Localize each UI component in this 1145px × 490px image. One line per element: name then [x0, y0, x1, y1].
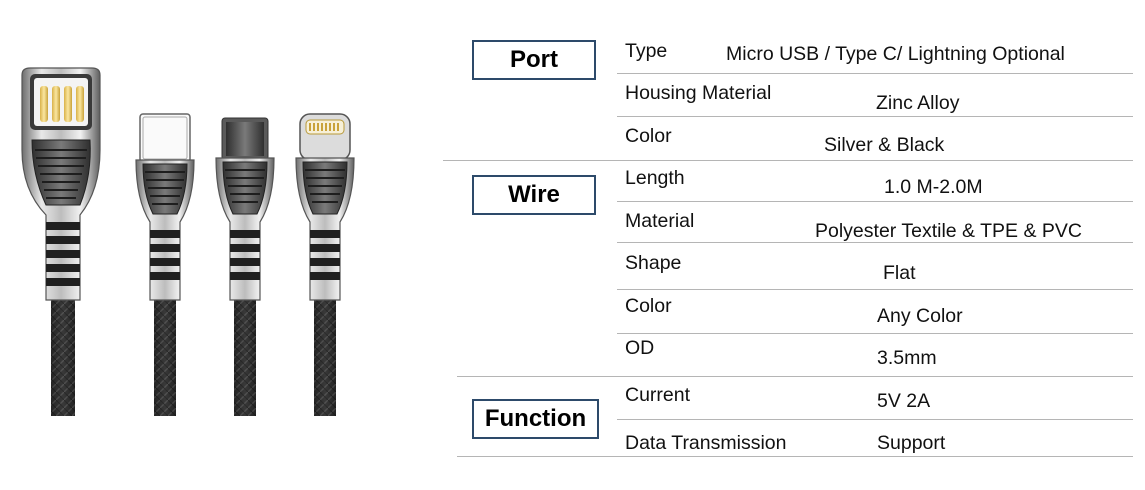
spec-key-material: Material [625, 210, 695, 232]
row-divider [617, 73, 1133, 74]
row-divider [617, 419, 1133, 420]
lightning-connector [295, 113, 355, 416]
spec-value-color: Any Color [877, 305, 963, 327]
cable-product-image [21, 67, 355, 416]
row-divider [617, 289, 1133, 290]
table-bottom-border [457, 456, 1133, 457]
spec-value-od: 3.5mm [877, 347, 937, 369]
spec-value-housing-material: Zinc Alloy [876, 92, 960, 114]
row-divider [617, 333, 1133, 334]
spec-value-shape: Flat [883, 262, 916, 284]
spec-value-type: Micro USB / Type C/ Lightning Optional [726, 43, 1065, 65]
section-label-function: Function [472, 399, 599, 439]
spec-key-shape: Shape [625, 252, 682, 274]
spec-key-od: OD [625, 337, 655, 359]
spec-value-length: 1.0 M-2.0M [884, 176, 983, 198]
section-divider [457, 376, 1133, 377]
spec-value-color: Silver & Black [824, 134, 945, 156]
row-divider [617, 242, 1133, 243]
row-divider [617, 116, 1133, 117]
micro-usb-connector [215, 117, 275, 416]
usb-a-connector [21, 67, 101, 416]
section-divider [443, 160, 1133, 161]
spec-key-data-transmission: Data Transmission [625, 432, 787, 454]
spec-value-data-transmission: Support [877, 432, 946, 454]
section-label-wire: Wire [472, 175, 596, 215]
type-c-connector [135, 113, 195, 416]
spec-key-type: Type [625, 40, 668, 62]
spec-key-color: Color [625, 125, 672, 147]
spec-value-material: Polyester Textile & TPE & PVC [815, 220, 1082, 242]
spec-key-current: Current [625, 384, 691, 406]
section-label-port: Port [472, 40, 596, 80]
row-divider [617, 201, 1133, 202]
spec-value-current: 5V 2A [877, 390, 931, 412]
spec-key-housing-material: Housing Material [625, 82, 772, 104]
spec-key-color: Color [625, 295, 672, 317]
spec-key-length: Length [625, 167, 685, 189]
